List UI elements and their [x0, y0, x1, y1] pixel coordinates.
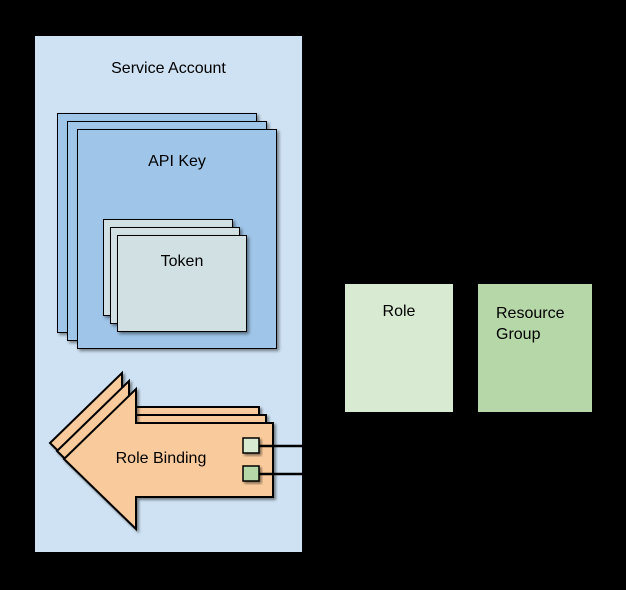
role-binding-label: Role Binding [115, 450, 207, 467]
role-binding-arrow [62, 386, 274, 532]
role-port-square [242, 437, 260, 454]
resource-group-box: Resource Group [478, 284, 592, 412]
resource-group-port-square [242, 465, 260, 482]
role-label: Role [382, 303, 416, 320]
service-account-label: Service Account [111, 60, 226, 77]
role-box: Role [345, 284, 453, 412]
token-card: Token [117, 235, 247, 332]
resource-group-label: Resource Group [496, 305, 565, 344]
token-label: Token [160, 253, 204, 270]
api-key-label: API Key [148, 153, 206, 170]
